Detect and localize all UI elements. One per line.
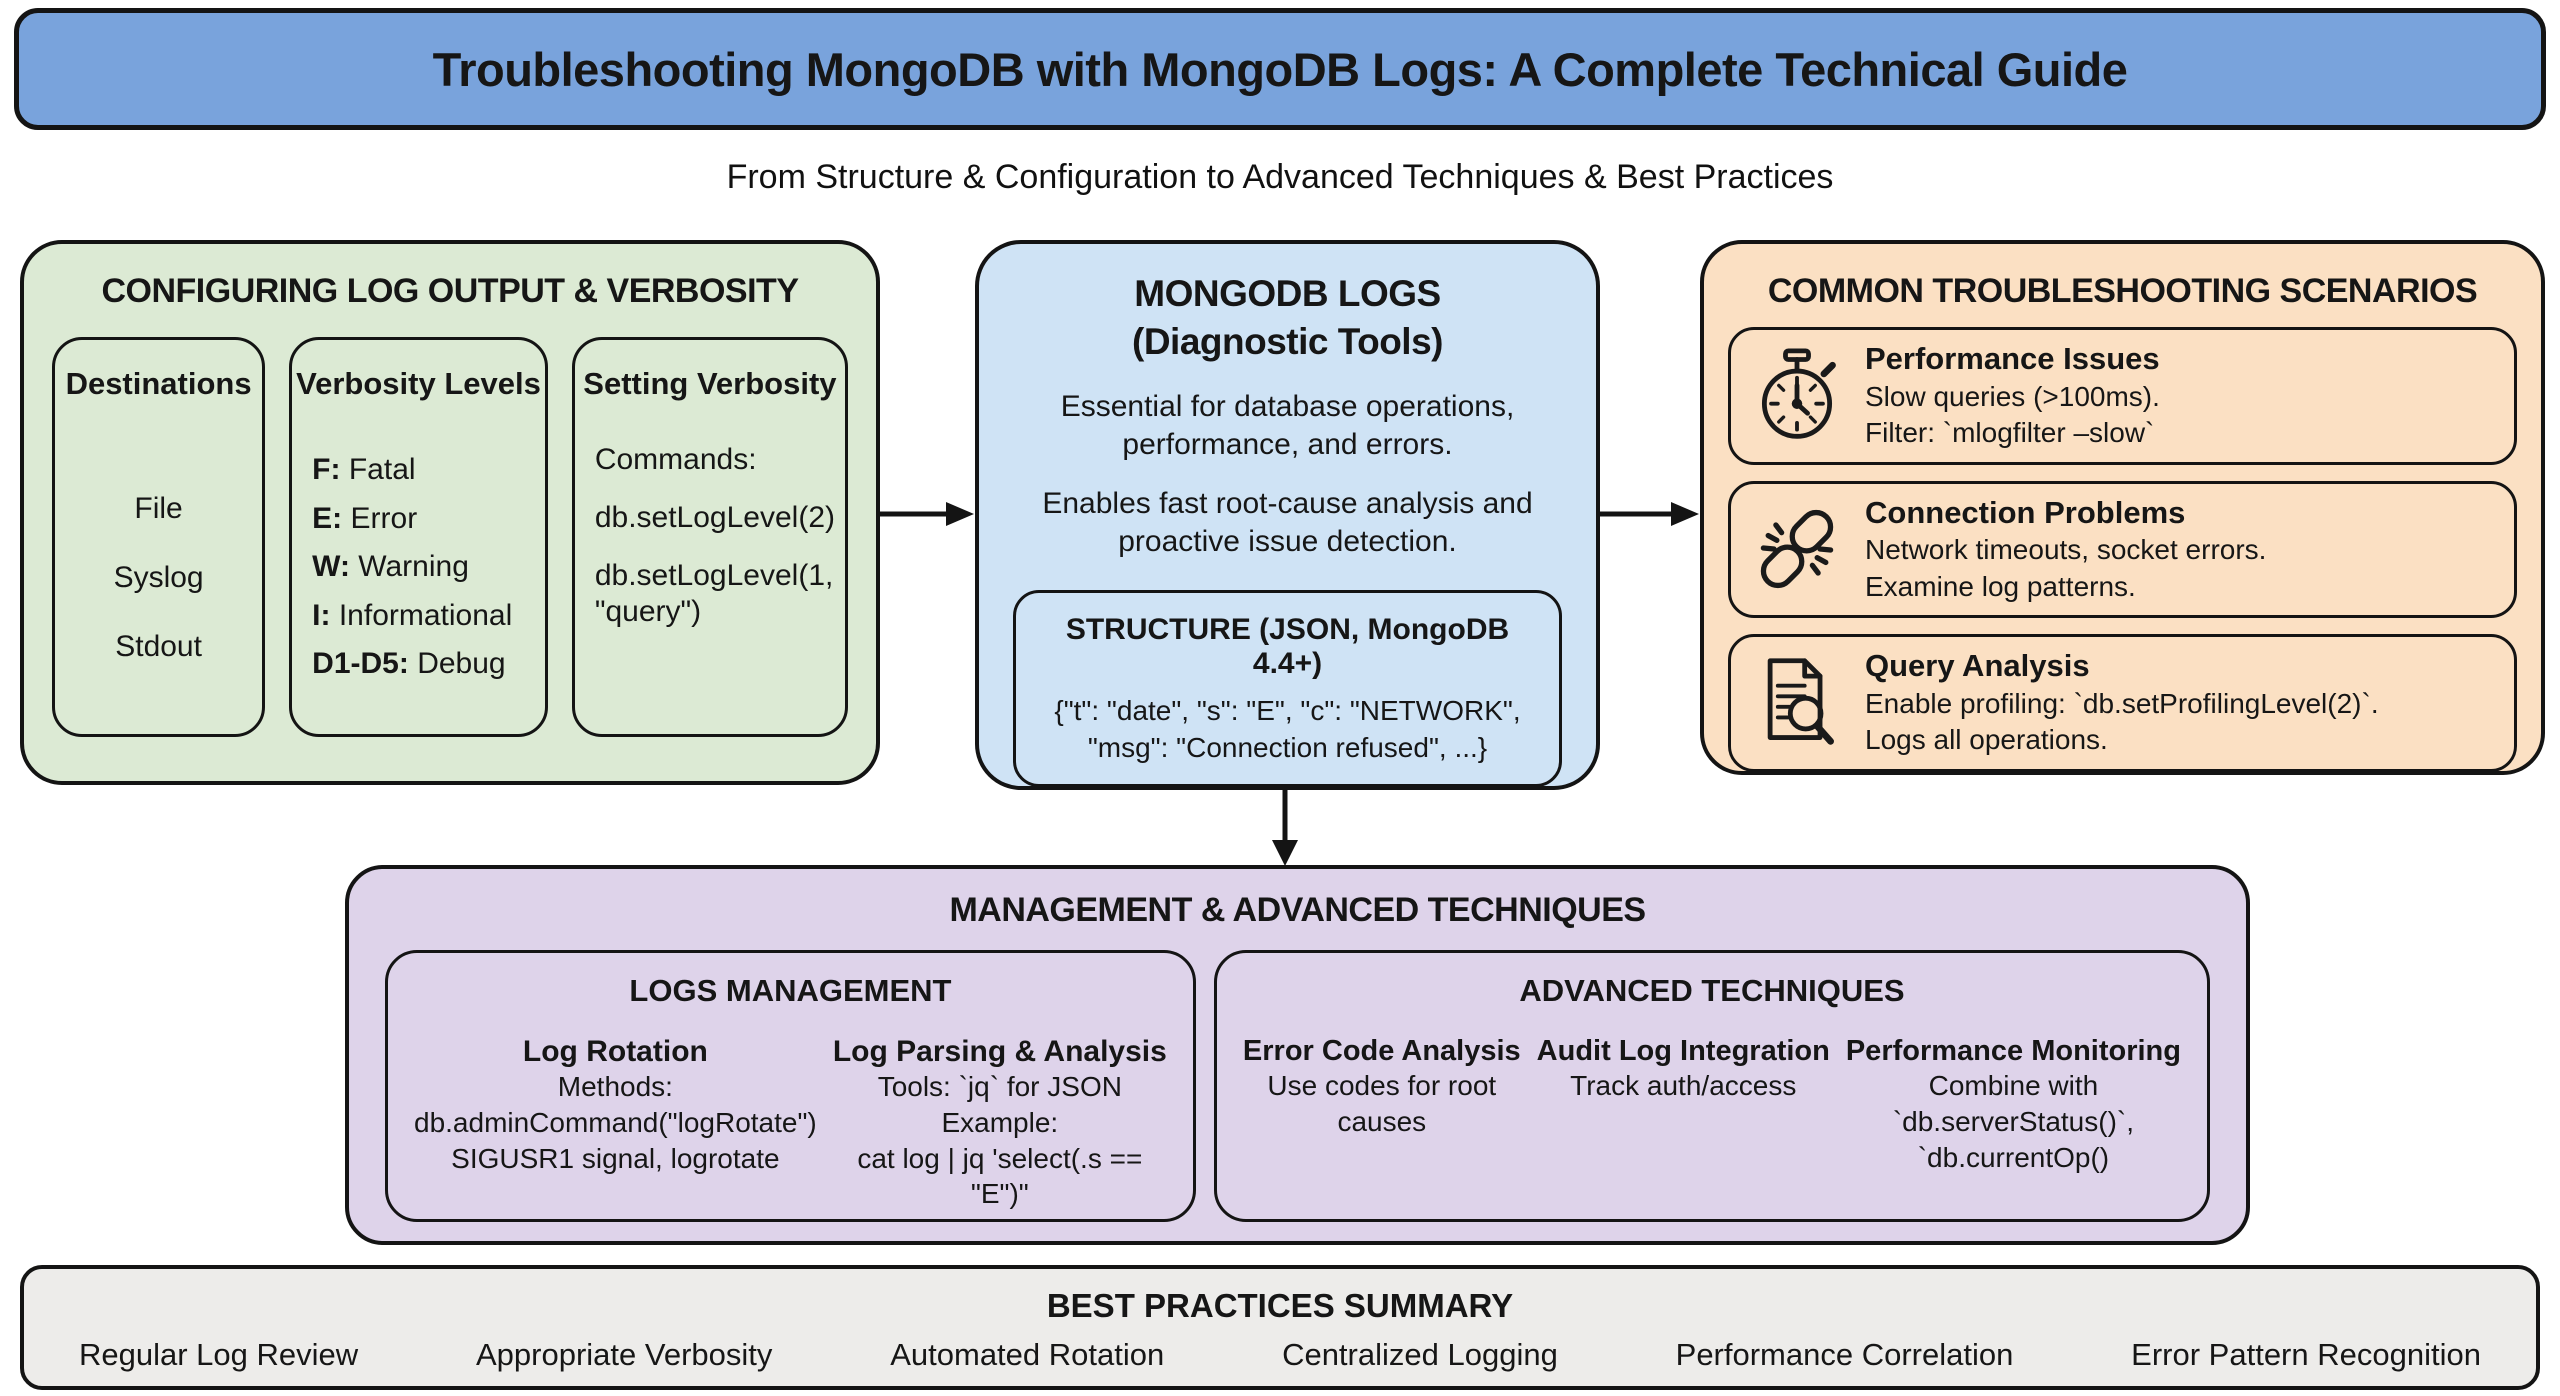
verbosity-item: D1-D5: Debug bbox=[312, 647, 506, 681]
verbosity-item: I: Informational bbox=[312, 598, 513, 632]
scenario-text: Query Analysis Enable profiling: `db.set… bbox=[1865, 648, 2379, 756]
config-columns: Destinations File Syslog Stdout Verbosit… bbox=[24, 311, 876, 737]
log-structure-box: STRUCTURE (JSON, MongoDB 4.4+) {"t": "da… bbox=[1013, 590, 1562, 787]
best-practices-bar: BEST PRACTICES SUMMARY Regular Log Revie… bbox=[20, 1265, 2540, 1390]
advanced-techniques-box: ADVANCED TECHNIQUES Error Code Analysis … bbox=[1213, 950, 2210, 1222]
log-parsing-column: Log Parsing & Analysis Tools: `jq` for J… bbox=[832, 1035, 1167, 1210]
verbosity-item: W: Warning bbox=[312, 550, 469, 584]
subtitle: From Structure & Configuration to Advanc… bbox=[726, 158, 1834, 196]
best-practice-item: Performance Correlation bbox=[1675, 1337, 2014, 1372]
best-practice-item: Error Pattern Recognition bbox=[2131, 1337, 2481, 1372]
broken-link-icon bbox=[1749, 501, 1845, 597]
best-practices-title: BEST PRACTICES SUMMARY bbox=[1046, 1287, 1514, 1324]
best-practice-item: Centralized Logging bbox=[1282, 1337, 1558, 1372]
title-bar: Troubleshooting MongoDB with MongoDB Log… bbox=[14, 8, 2546, 130]
setting-verbosity-commands: Commands: db.setLogLevel(2) db.setLogLev… bbox=[575, 442, 845, 630]
mongodb-logs-box: MONGODB LOGS (Diagnostic Tools) Essentia… bbox=[975, 240, 1600, 790]
page-title: Troubleshooting MongoDB with MongoDB Log… bbox=[432, 42, 2128, 96]
destinations-list: File Syslog Stdout bbox=[55, 474, 262, 681]
structure-code-sample: {"t": "date", "s": "E", "c": "NETWORK", … bbox=[1054, 695, 1521, 763]
arrow-logs-to-scenarios bbox=[1600, 502, 1699, 526]
management-columns: LOGS MANAGEMENT Log Rotation Methods: db… bbox=[349, 930, 2246, 1222]
scenario-text: Connection Problems Network timeouts, so… bbox=[1865, 494, 2267, 602]
verbosity-levels-list: F: Fatal E: Error W: Warning I: Informat… bbox=[292, 446, 545, 689]
advanced-techniques-columns: Error Code Analysis Use codes for root c… bbox=[1217, 1035, 2207, 1175]
verbosity-item: E: Error bbox=[312, 501, 418, 535]
destination-item: Syslog bbox=[113, 561, 204, 594]
logs-paragraph-1: Essential for database operations, perfo… bbox=[1060, 390, 1515, 461]
command-line: db.setLogLevel(1, "query") bbox=[594, 559, 834, 628]
structure-title: STRUCTURE (JSON, MongoDB 4.4+) bbox=[1065, 613, 1510, 681]
verbosity-levels-box: Verbosity Levels F: Fatal E: Error W: Wa… bbox=[289, 337, 548, 737]
verbosity-levels-title: Verbosity Levels bbox=[296, 366, 541, 401]
arrow-logs-to-management bbox=[1272, 788, 1298, 866]
stopwatch-icon bbox=[1749, 348, 1845, 444]
destinations-title: Destinations bbox=[65, 366, 252, 401]
logs-paragraph-2: Enables fast root-cause analysis and pro… bbox=[1042, 487, 1533, 558]
best-practices-list: Regular Log Review Appropriate Verbosity… bbox=[24, 1325, 2536, 1373]
destinations-box: Destinations File Syslog Stdout bbox=[52, 337, 266, 737]
logs-management-box: LOGS MANAGEMENT Log Rotation Methods: db… bbox=[385, 950, 1196, 1222]
scenario-text: Performance Issues Slow queries (>100ms)… bbox=[1865, 341, 2160, 449]
logs-box-title: MONGODB LOGS (Diagnostic Tools) bbox=[1132, 273, 1443, 363]
scenario-query-analysis: Query Analysis Enable profiling: `db.set… bbox=[1728, 634, 2517, 772]
scenario-connection-problems: Connection Problems Network timeouts, so… bbox=[1728, 480, 2517, 619]
command-line: db.setLogLevel(2) bbox=[594, 501, 835, 534]
scenarios-list: Performance Issues Slow queries (>100ms)… bbox=[1704, 311, 2541, 772]
document-search-icon bbox=[1749, 655, 1845, 751]
destination-item: Stdout bbox=[115, 630, 202, 663]
arrow-config-to-logs bbox=[880, 502, 974, 526]
scenarios-title: COMMON TROUBLESHOOTING SCENARIOS bbox=[1767, 272, 2478, 310]
management-advanced-box: MANAGEMENT & ADVANCED TECHNIQUES LOGS MA… bbox=[345, 865, 2250, 1245]
advanced-techniques-title: ADVANCED TECHNIQUES bbox=[1519, 973, 1905, 1008]
best-practice-item: Regular Log Review bbox=[79, 1337, 359, 1372]
config-box-title: CONFIGURING LOG OUTPUT & VERBOSITY bbox=[101, 272, 799, 310]
best-practice-item: Appropriate Verbosity bbox=[475, 1337, 773, 1372]
best-practice-item: Automated Rotation bbox=[890, 1337, 1165, 1372]
config-log-output-box: CONFIGURING LOG OUTPUT & VERBOSITY Desti… bbox=[20, 240, 880, 785]
performance-monitoring-column: Performance Monitoring Combine with `db.… bbox=[1845, 1035, 2181, 1173]
logs-management-columns: Log Rotation Methods: db.adminCommand("l… bbox=[388, 1035, 1193, 1212]
verbosity-item: F: Fatal bbox=[312, 453, 416, 486]
troubleshooting-scenarios-box: COMMON TROUBLESHOOTING SCENARIOS bbox=[1700, 240, 2545, 775]
destination-item: File bbox=[134, 492, 183, 525]
setting-verbosity-box: Setting Verbosity Commands: db.setLogLev… bbox=[571, 337, 848, 737]
setting-verbosity-title: Setting Verbosity bbox=[583, 366, 837, 401]
logs-management-title: LOGS MANAGEMENT bbox=[629, 973, 952, 1008]
log-rotation-column: Log Rotation Methods: db.adminCommand("l… bbox=[414, 1035, 817, 1174]
audit-log-integration-column: Audit Log Integration Track auth/access bbox=[1536, 1035, 1830, 1101]
management-box-title: MANAGEMENT & ADVANCED TECHNIQUES bbox=[949, 891, 1646, 929]
error-code-analysis-column: Error Code Analysis Use codes for root c… bbox=[1242, 1035, 1521, 1137]
scenario-performance-issues: Performance Issues Slow queries (>100ms)… bbox=[1728, 327, 2517, 465]
command-line: Commands: bbox=[594, 443, 757, 476]
